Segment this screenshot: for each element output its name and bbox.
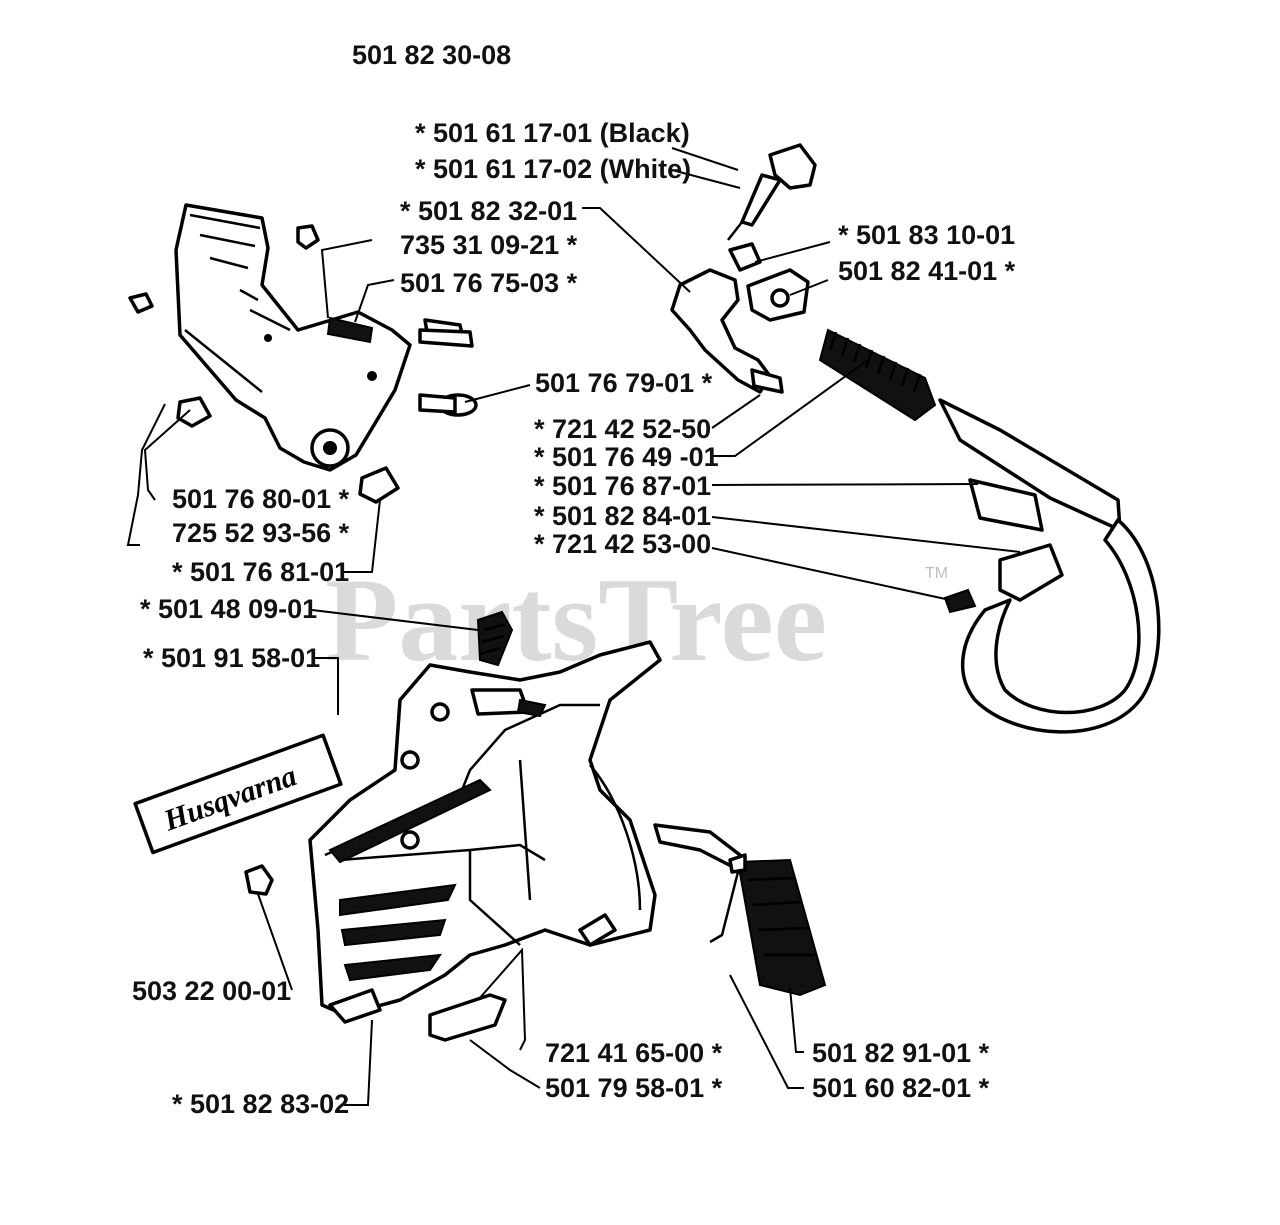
watermark-trademark: TM <box>925 565 948 582</box>
assembly-number: 501 82 30-08 <box>352 40 511 70</box>
trigger-part <box>670 268 784 394</box>
label-501-82-83-02: * 501 82 83-02 <box>172 1089 349 1119</box>
spring-hardware <box>728 242 1122 532</box>
label-501-82-91-01: 501 82 91-01 * <box>812 1038 990 1068</box>
label-721-41-65-00: 721 41 65-00 * <box>545 1038 723 1068</box>
label-501-91-58-01: * 501 91 58-01 <box>143 643 320 673</box>
husqvarna-decal: Husqvarna <box>133 733 343 855</box>
label-501-60-82-01: 501 60 82-01 * <box>812 1073 990 1103</box>
label-501-82-32-01: * 501 82 32-01 <box>400 196 577 226</box>
brake-band-part <box>943 478 1161 734</box>
label-501-76-81-01: * 501 76 81-01 <box>172 557 349 587</box>
brake-knob-part <box>727 143 817 241</box>
cover-hardware <box>244 610 827 1042</box>
label-501-82-84-01: * 501 82 84-01 <box>534 501 711 531</box>
label-501-48-09-01: * 501 48 09-01 <box>140 594 317 624</box>
leader-lines <box>126 147 1021 1106</box>
label-501-82-41-01: 501 82 41-01 * <box>838 256 1016 286</box>
label-501-61-17-02: * 501 61 17-02 (White) <box>415 154 691 184</box>
part-labels: * 501 61 17-01 (Black) * 501 61 17-02 (W… <box>132 118 1016 1119</box>
clutch-cover-part <box>308 640 662 1024</box>
label-501-61-17-01: * 501 61 17-01 (Black) <box>415 118 690 148</box>
label-501-76-87-01: * 501 76 87-01 <box>534 471 711 501</box>
label-725-52-93-56: 725 52 93-56 * <box>172 518 350 548</box>
label-501-79-58-01: 501 79 58-01 * <box>545 1073 723 1103</box>
label-735-31-09-21: 735 31 09-21 * <box>400 230 578 260</box>
label-721-42-52-50: * 721 42 52-50 <box>534 414 711 444</box>
label-503-22-00-01: 503 22 00-01 <box>132 976 291 1006</box>
label-501-76-49-01: * 501 76 49 -01 <box>534 442 719 472</box>
label-501-76-80-01: 501 76 80-01 * <box>172 484 350 514</box>
brake-lever-part <box>174 203 412 472</box>
label-501-76-75-03: 501 76 75-03 * <box>400 268 578 298</box>
lever-hardware <box>128 224 478 504</box>
label-721-42-53-00: * 721 42 53-00 <box>534 529 711 559</box>
label-501-76-79-01: 501 76 79-01 * <box>535 368 713 398</box>
label-501-83-10-01: * 501 83 10-01 <box>838 220 1015 250</box>
